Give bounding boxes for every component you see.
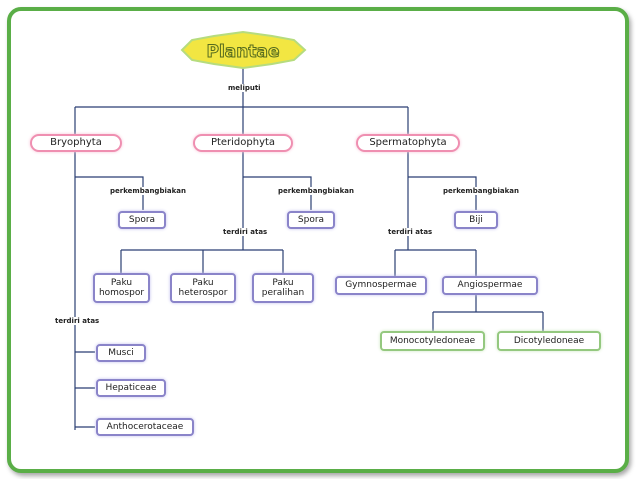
- edge-label-perkembangbiakan-spermatophyta: perkembangbiakan: [441, 187, 521, 195]
- node-paku-homospor-line2: homospor: [98, 288, 145, 298]
- edge-label-terdiri-atas-spermatophyta: terdiri atas: [386, 228, 435, 236]
- node-paku-homospor: Paku homospor: [93, 273, 150, 303]
- node-angiospermae: Angiospermae: [442, 276, 538, 295]
- node-spora-bryophyta: Spora: [118, 211, 166, 229]
- edge-label-terdiri-atas-bryophyta: terdiri atas: [53, 317, 102, 325]
- connector-spermatophyta-members: [394, 250, 477, 276]
- node-paku-peralihan: Paku peralihan: [252, 273, 314, 303]
- node-paku-homospor-line1: Paku: [110, 277, 133, 288]
- node-hepaticeae: Hepaticeae: [96, 379, 166, 397]
- connector-divisions: [74, 107, 409, 134]
- node-paku-heterospor-line1: Paku: [192, 277, 214, 288]
- node-spermatophyta: Spermatophyta: [356, 134, 460, 152]
- connector-bryophyta-members: [75, 351, 95, 428]
- node-paku-heterospor-line2: heterospor: [178, 288, 228, 298]
- root-node-plantae: Plantae: [206, 42, 280, 63]
- connector-pteridophyta-spora: [243, 176, 312, 210]
- edge-label-perkembangbiakan-bryophyta: perkembangbiakan: [108, 187, 188, 195]
- node-gymnospermae: Gymnospermae: [335, 276, 427, 295]
- edge-label-perkembangbiakan-pteridophyta: perkembangbiakan: [276, 187, 356, 195]
- edge-label-meliputi: meliputi: [226, 84, 263, 92]
- node-paku-peralihan-line2: peralihan: [261, 288, 305, 298]
- node-monocotyledoneae: Monocotyledoneae: [380, 331, 485, 351]
- connector-pteridophyta-members: [120, 250, 284, 273]
- node-anthocerotaceae: Anthocerotaceae: [96, 418, 194, 436]
- node-bryophyta: Bryophyta: [30, 134, 122, 152]
- node-musci: Musci: [96, 344, 146, 362]
- connector-bryophyta-spora: [75, 176, 144, 210]
- node-biji-spermatophyta: Biji: [454, 211, 498, 229]
- node-paku-heterospor: Paku heterospor: [170, 273, 236, 303]
- node-pteridophyta: Pteridophyta: [193, 134, 293, 152]
- root-starburst: [180, 30, 307, 70]
- connector-spermatophyta-biji: [408, 176, 477, 210]
- node-dicotyledoneae: Dicotyledoneae: [497, 331, 601, 351]
- node-spora-pteridophyta: Spora: [287, 211, 335, 229]
- connector-angiospermae-members: [432, 312, 544, 331]
- edge-label-terdiri-atas-pteridophyta: terdiri atas: [221, 228, 270, 236]
- node-paku-peralihan-line1: Paku: [272, 277, 294, 288]
